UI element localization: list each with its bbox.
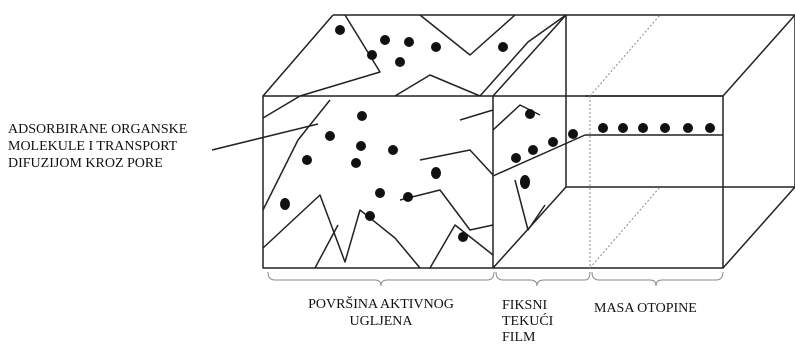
- bulk-divider: [590, 15, 660, 268]
- region-brackets: [268, 272, 723, 286]
- surface-label-line-1: POVRŠINA AKTIVNOG: [268, 296, 494, 313]
- bulk-solution-label: MASA OTOPINE: [594, 300, 697, 317]
- film-label-line-3: FILM: [502, 330, 553, 346]
- block-outline: [263, 15, 795, 268]
- film-label-line-1: FIKSNI: [502, 298, 553, 314]
- surface-label-line-2: UGLJENA: [268, 313, 494, 330]
- adsorbed-molecules-label: ADSORBIRANE ORGANSKE MOLEKULE I TRANSPOR…: [8, 121, 187, 172]
- label-leader-line: [212, 124, 318, 150]
- bottom-right-edge: [723, 187, 795, 268]
- adsorbed-particles: [280, 25, 508, 242]
- pore-walls-front: [263, 96, 493, 268]
- adsorbed-label-line-2: MOLEKULE I TRANSPORT: [8, 138, 187, 155]
- adsorbed-label-line-1: ADSORBIRANE ORGANSKE: [8, 121, 187, 138]
- pore-diagonal-edge: [493, 135, 585, 176]
- film-label-line-2: TEKUĆI: [502, 314, 553, 330]
- top-left-edge: [263, 15, 333, 96]
- liquid-film-label: FIKSNI TEKUĆI FILM: [502, 298, 553, 346]
- film-particles: [511, 109, 578, 189]
- top-right-edge: [723, 15, 795, 96]
- bulk-particles: [598, 123, 715, 133]
- top-mid-edge: [493, 15, 566, 96]
- pore-walls-film: [493, 105, 545, 230]
- carbon-surface-label: POVRŠINA AKTIVNOG UGLJENA: [268, 296, 494, 330]
- adsorbed-label-line-3: DIFUZIJOM KROZ PORE: [8, 155, 187, 172]
